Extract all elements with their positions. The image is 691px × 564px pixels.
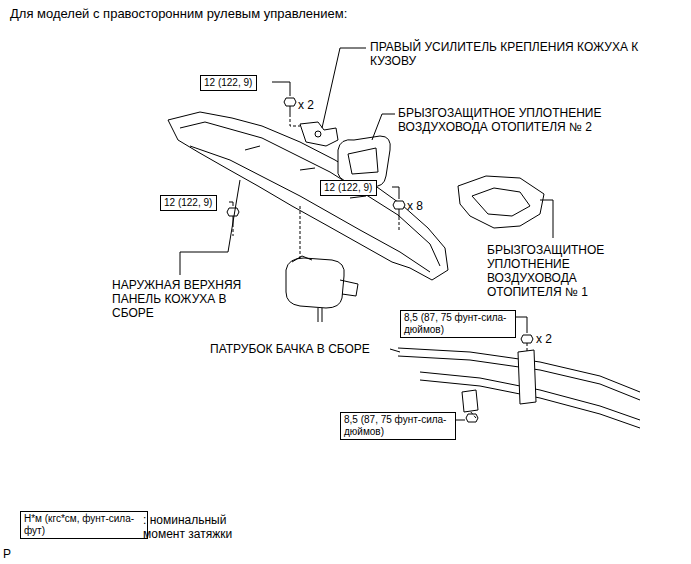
cowl-edge [180,122,440,266]
torque-value: 12 (122, 9) [324,182,372,194]
torque-box: 12 (122, 9) [320,180,377,196]
alignment-line [527,343,528,352]
reservoir-cap [292,256,312,262]
quantity-mark: x 8 [407,199,437,213]
torque-box: 8,5 (87, 75 фунт-сила-дюймов) [340,412,456,440]
seal-inner [348,148,378,174]
leader-line [392,187,399,199]
bolt [284,98,296,106]
seal [458,176,544,228]
alignment-line [470,411,476,418]
seal-inner [472,188,530,216]
torque-box: 12 (122, 9) [160,195,217,211]
nut [466,414,478,422]
seal [338,136,391,186]
torque-value: 12 (122, 9) [164,197,212,209]
leader-line [229,202,233,206]
bracket-hole [315,131,321,137]
torque-box: 12 (122, 9) [200,75,257,91]
torque-box: 8,5 (87, 75 фунт-сила-дюймов) [400,310,516,338]
part-name: : номинальный момент затяжки [143,513,258,541]
part-name: P [3,547,23,561]
leader-line [322,48,366,128]
pipe-clamp [518,350,536,404]
reservoir-bracket [340,280,358,296]
bracket [300,122,338,146]
part-name: БРЫЗГОЗАЩИТНОЕ УПЛОТНЕНИЕ ВОЗДУХОВОДА ОТ… [487,243,617,299]
alignment-line [300,206,301,258]
pipe-clamp [462,390,478,412]
torque-value: 8,5 (87, 75 фунт-сила-дюймов) [404,312,512,336]
leader-line [272,82,290,96]
bolt-shank [399,209,400,217]
leader-line [390,349,400,352]
quantity-mark: x 2 [298,98,328,112]
nut [521,335,533,343]
part-name: НАРУЖНАЯ ВЕРХНЯЯ ПАНЕЛЬ КОЖУХА В СБОРЕ [112,278,262,320]
torque-value: 12 (122, 9) [204,77,252,89]
part-name: ПРАВЫЙ УСИЛИТЕЛЬ КРЕПЛЕНИЯ КОЖУХА К КУЗО… [370,40,675,68]
leader-line [540,200,553,238]
bolt [393,201,405,209]
alignment-line [399,217,400,232]
alignment-line [233,224,234,236]
part-name: БРЫЗГОЗАЩИТНОЕ УПЛОТНЕНИЕ ВОЗДУХОВОДА ОТ… [398,106,668,134]
bolt-shank [290,106,291,114]
diagram-title: Для моделей с правосторонним рулевым упр… [10,6,347,22]
legend-box: Н*м (кгс*см, фунт-сила-фут) [20,511,148,539]
reservoir [286,258,344,308]
torque-value: 8,5 (87, 75 фунт-сила-дюймов) [344,414,452,438]
quantity-mark: x 2 [536,332,566,346]
part-name: ПАТРУБОК БАЧКА В СБОРЕ [210,342,390,356]
reservoir-hose [318,308,322,322]
cowl-edge [190,146,430,272]
torque-value: Н*м (кгс*см, фунт-сила-фут) [24,513,144,537]
leader-line [372,114,395,140]
bolt [227,208,239,216]
alignment-line [290,114,300,126]
